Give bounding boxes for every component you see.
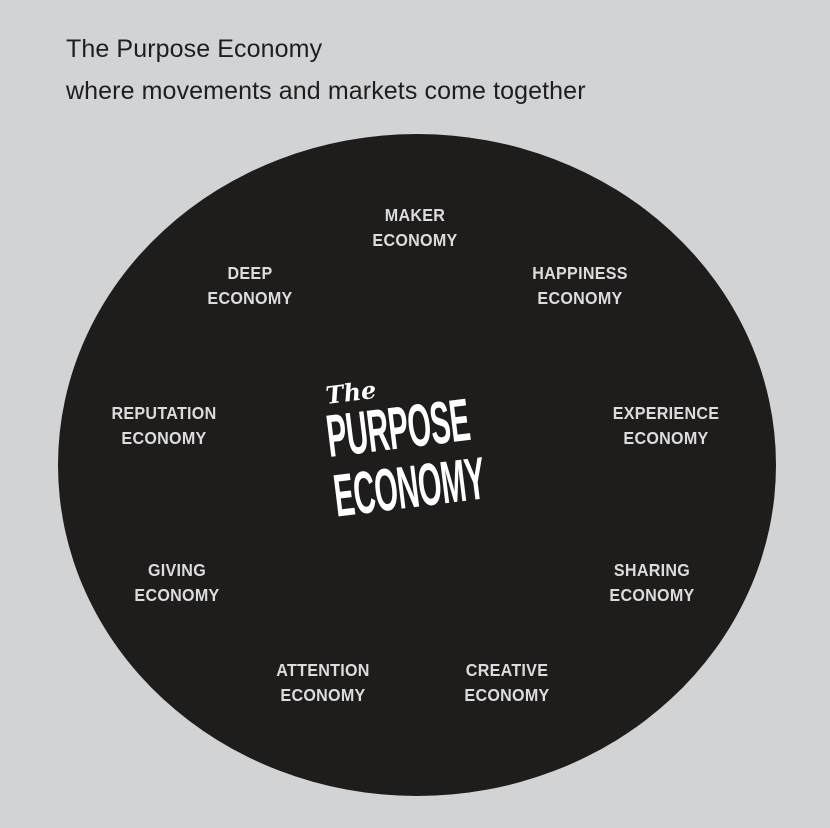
economy-label-line: ECONOMY — [537, 288, 623, 308]
economy-label-line: DEEP — [227, 263, 273, 283]
page-subtitle: where movements and markets come togethe… — [66, 77, 586, 105]
economy-label-line: ECONOMY — [134, 585, 220, 605]
economy-label-sharing: SHARING ECONOMY — [569, 558, 735, 608]
economy-label-line: ECONOMY — [207, 288, 293, 308]
economy-label-line: ECONOMY — [372, 230, 458, 250]
economy-label-line: ECONOMY — [609, 585, 695, 605]
logo-economy: ECONOMY — [330, 444, 489, 530]
economy-label-line: EXPERIENCE — [612, 403, 720, 423]
heading: The Purpose Economy where movements and … — [66, 28, 586, 112]
economy-label-giving: GIVING ECONOMY — [94, 558, 260, 608]
economy-label-line: REPUTATION — [111, 403, 217, 423]
economy-label-line: ATTENTION — [276, 660, 370, 680]
economy-label-creative: CREATIVE ECONOMY — [424, 658, 590, 708]
economy-label-line: ECONOMY — [623, 428, 709, 448]
economy-label-line: SHARING — [613, 560, 691, 580]
economy-label-happiness: HAPPINESS ECONOMY — [497, 261, 663, 311]
economy-label-line: CREATIVE — [465, 660, 549, 680]
economy-label-line: ECONOMY — [464, 685, 550, 705]
economy-label-reputation: REPUTATION ECONOMY — [81, 401, 247, 451]
economy-label-attention: ATTENTION ECONOMY — [240, 658, 406, 708]
economy-label-line: ECONOMY — [280, 685, 366, 705]
economy-label-deep: DEEP ECONOMY — [167, 261, 333, 311]
economy-label-line: HAPPINESS — [532, 263, 628, 283]
economy-label-experience: EXPERIENCE ECONOMY — [583, 401, 749, 451]
economy-label-line: ECONOMY — [121, 428, 207, 448]
economy-label-maker: MAKER ECONOMY — [332, 203, 498, 253]
economy-label-line: MAKER — [384, 205, 446, 225]
economy-disc — [58, 134, 776, 796]
purpose-economy-logo: The PURPOSE ECONOMY — [320, 362, 519, 553]
economy-label-line: GIVING — [147, 560, 207, 580]
page-title: The Purpose Economy — [66, 35, 323, 63]
